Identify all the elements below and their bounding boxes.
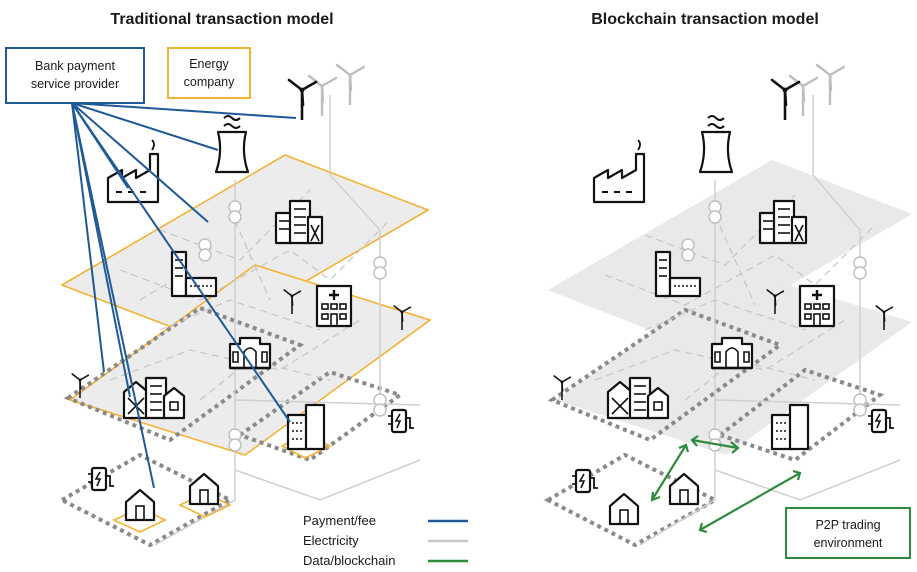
left-upper-plane bbox=[60, 154, 430, 341]
right-commercial-boundary bbox=[715, 367, 885, 463]
right-diagram: P2P trading environment bbox=[543, 63, 912, 559]
power-plant-icon bbox=[698, 114, 734, 174]
left-district-boundary bbox=[63, 305, 305, 443]
wind-turbine-icon bbox=[287, 63, 366, 122]
bank-label-line1: Bank payment bbox=[35, 59, 115, 73]
house-icon bbox=[668, 472, 700, 506]
right-upper-plane bbox=[548, 160, 912, 345]
payment-lines bbox=[71, 102, 297, 489]
legend: Payment/fee Electricity Data/blockchain bbox=[303, 513, 468, 568]
right-district-boundary bbox=[547, 307, 785, 443]
left-title: Traditional transaction model bbox=[110, 11, 333, 28]
right-title: Blockchain transaction model bbox=[591, 11, 819, 28]
wind-turbine-icon bbox=[770, 63, 846, 122]
hospital-icon bbox=[315, 284, 353, 328]
ev-charger-icon bbox=[866, 408, 896, 434]
power-plant-icon bbox=[214, 114, 250, 174]
right-residential-boundary bbox=[543, 452, 720, 548]
factory-icon bbox=[592, 138, 646, 204]
left-diagram: Bank payment service provider Energy com… bbox=[5, 47, 432, 548]
house-icon bbox=[124, 488, 156, 522]
bank-label-line2: service provider bbox=[31, 77, 119, 91]
house-icon bbox=[608, 492, 640, 526]
left-residential-boundary bbox=[57, 452, 235, 548]
ev-charger-icon bbox=[386, 408, 416, 434]
p2p-label-line1: P2P trading bbox=[815, 518, 880, 532]
legend-electricity-label: Electricity bbox=[303, 533, 359, 548]
bank-box: Bank payment service provider bbox=[5, 47, 145, 104]
energy-label-line2: company bbox=[184, 75, 235, 89]
hospital-icon bbox=[798, 284, 836, 328]
house-icon bbox=[188, 472, 220, 506]
ev-charger-icon bbox=[570, 468, 600, 494]
p2p-label-line2: environment bbox=[814, 536, 883, 550]
legend-data-label: Data/blockchain bbox=[303, 553, 396, 568]
legend-payment-label: Payment/fee bbox=[303, 513, 376, 528]
energy-box: Energy company bbox=[167, 47, 251, 99]
energy-label-line1: Energy bbox=[189, 57, 229, 71]
left-commercial-boundary bbox=[235, 369, 405, 463]
p2p-box: P2P trading environment bbox=[785, 507, 911, 559]
blockchain-arrows bbox=[650, 435, 802, 534]
